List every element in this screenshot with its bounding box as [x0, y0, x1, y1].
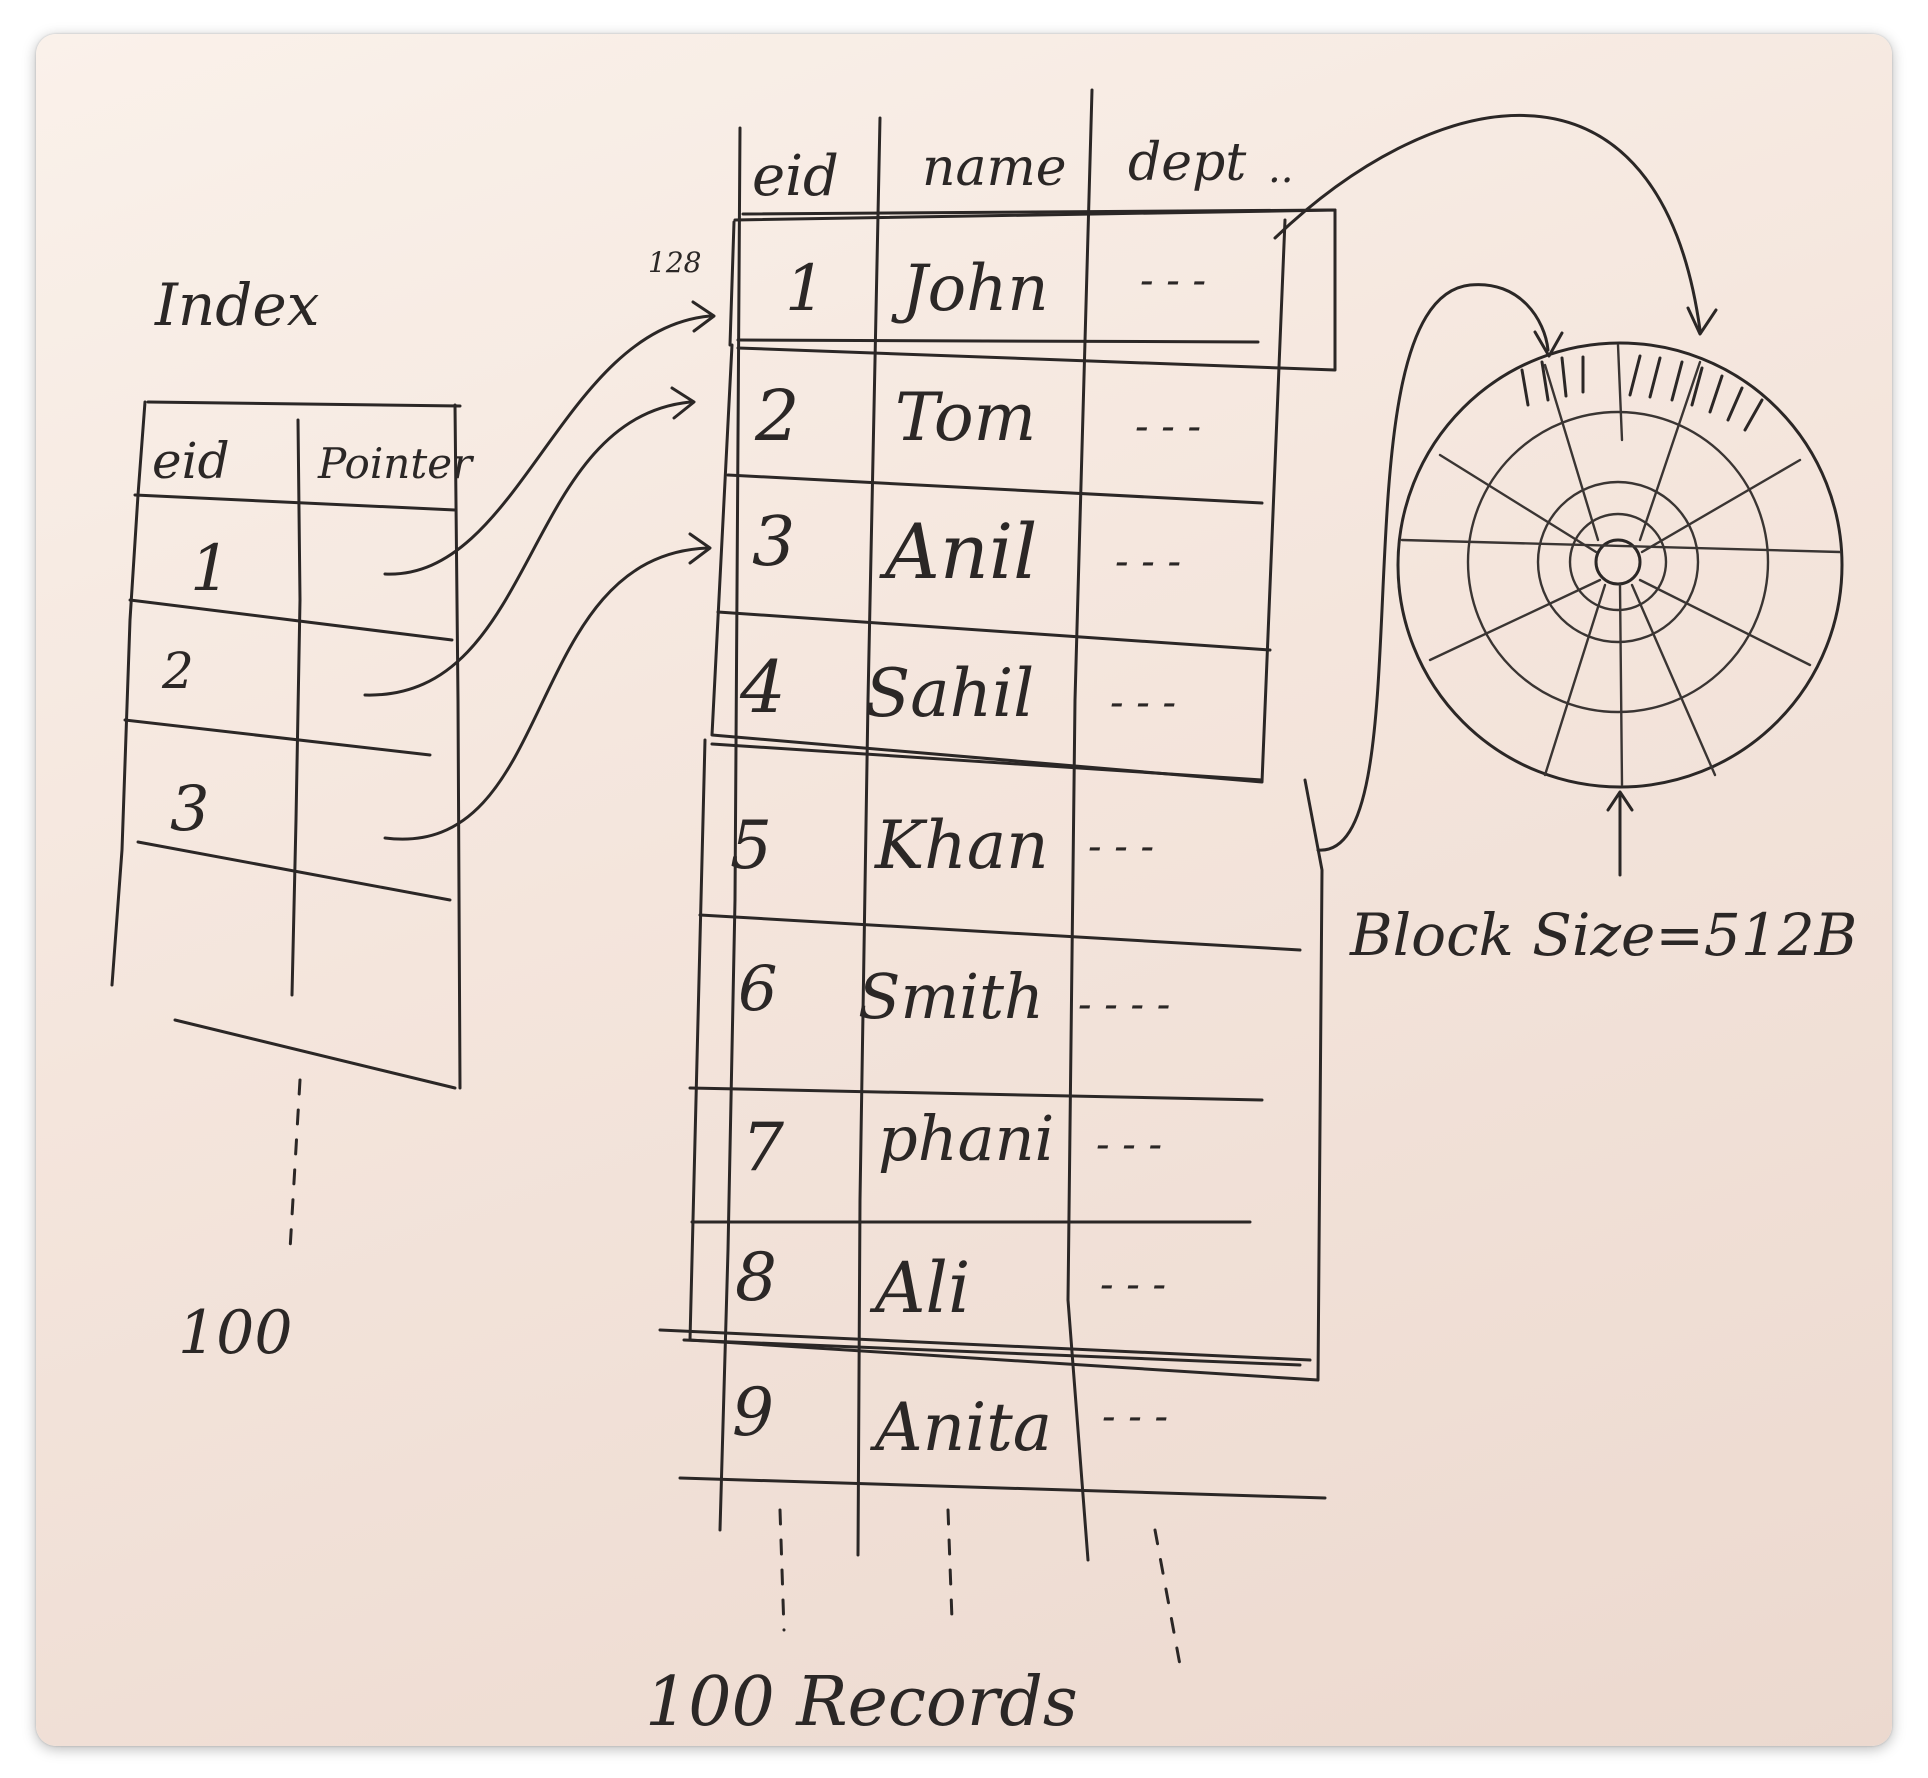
row-name: Anil [879, 507, 1037, 596]
table-row: 4 Sahil - - - [739, 645, 1176, 732]
row-name: John [891, 252, 1049, 326]
row-dept: - - - [1088, 824, 1154, 870]
disk-icon: Block Size=512B [1273, 113, 1857, 969]
table-row: 5 Khan - - - [730, 807, 1154, 884]
row-dept: - - - [1100, 1262, 1166, 1308]
index-header-eid: eid [152, 432, 230, 490]
data-table: 128 eid name dept .. 1 John - - - 2 Tom … [645, 88, 1337, 1742]
index-row-3: 3 [170, 772, 209, 845]
row-dept: - - - - [1078, 982, 1170, 1028]
index-count: 100 [178, 1298, 293, 1368]
row-dept: - - - [1102, 1394, 1168, 1440]
row-eid: 4 [739, 645, 786, 729]
table-row: 9 Anita - - - [732, 1374, 1168, 1466]
data-header-dept: dept [1128, 133, 1246, 193]
row-name: Ali [869, 1247, 970, 1329]
row-dept: - - - [1115, 539, 1181, 585]
pointer-arrows [363, 300, 716, 841]
table-row: 1 John - - - [785, 252, 1206, 326]
row-name: phani [878, 1102, 1054, 1175]
index-row-2: 2 [161, 642, 194, 700]
row-eid: 8 [735, 1239, 777, 1316]
block-size-label: Block Size=512B [1349, 901, 1857, 969]
records-footer: 100 Records [645, 1663, 1078, 1742]
block-offset-label: 128 [648, 246, 701, 279]
table-row: 8 Ali - - - [735, 1239, 1166, 1329]
row-eid: 3 [752, 503, 795, 582]
row-name: Khan [874, 807, 1049, 884]
table-row: 3 Anil - - - [752, 503, 1181, 596]
data-header-eid: eid [752, 144, 839, 209]
row-dept: - - - [1135, 404, 1201, 450]
data-header-name: name [922, 138, 1067, 198]
whiteboard [36, 34, 1892, 1746]
row-name: Tom [895, 379, 1036, 456]
row-eid: 9 [732, 1374, 774, 1451]
row-eid: 7 [742, 1109, 784, 1186]
row-name: Smith [858, 960, 1044, 1033]
index-row-1: 1 [190, 532, 231, 606]
data-header-ellipsis: .. [1268, 146, 1293, 192]
row-eid: 6 [738, 952, 777, 1025]
row-eid: 2 [754, 375, 800, 457]
row-name: Sahil [865, 655, 1034, 732]
table-row: 2 Tom - - - [754, 375, 1201, 457]
row-dept: - - - [1140, 258, 1206, 304]
table-row: 6 Smith - - - - [738, 952, 1170, 1033]
index-header-pointer: Pointer [317, 439, 475, 488]
index-title: Index [154, 271, 319, 339]
row-dept: - - - [1110, 680, 1176, 726]
row-eid: 1 [785, 252, 826, 326]
index-table: eid Pointer 1 2 3 100 [110, 400, 475, 1368]
table-row: 7 phani - - - [742, 1102, 1162, 1186]
row-dept: - - - [1096, 1122, 1162, 1168]
row-name: Anita [869, 1389, 1052, 1466]
row-eid: 5 [730, 807, 772, 884]
